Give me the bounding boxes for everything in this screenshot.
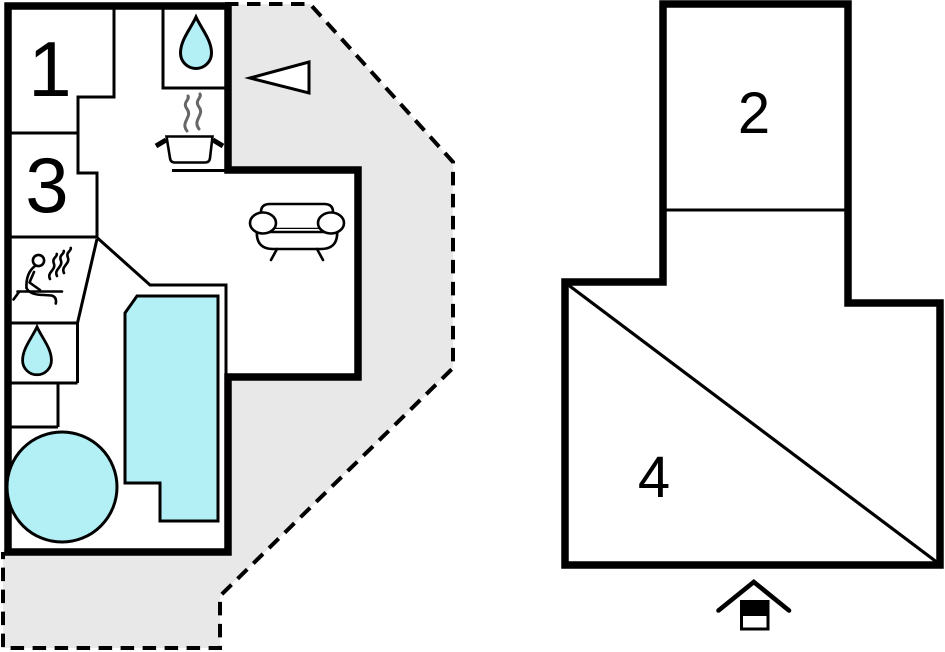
cooking-pot-icon (154, 92, 225, 164)
steam-lines (183, 94, 191, 133)
annex-unit-plan: 2 4 (561, 0, 944, 631)
room-label-2: 2 (738, 81, 770, 146)
sofa-icon (248, 202, 346, 262)
sauna-steam (47, 246, 73, 281)
room-label-4: 4 (638, 445, 670, 510)
room-label-3: 3 (25, 141, 68, 229)
water-drop-icon (21, 323, 53, 377)
hot-tub (5, 430, 119, 544)
main-unit-plan: 1 3 (1, 2, 455, 650)
room-label-1: 1 (28, 25, 71, 113)
swimming-pool (123, 294, 220, 523)
entrance-arrow-icon (244, 60, 311, 95)
sauna-icon (12, 246, 73, 305)
main-unit-inner-walls (6, 3, 228, 429)
water-drop-icon (178, 13, 214, 70)
terrace-dashed-boundary (1, 2, 455, 650)
annex-diagonal-line (566, 282, 939, 565)
main-unit-outer-walls (4, 2, 362, 556)
annex-outer-walls (561, 0, 944, 569)
steam-lines (195, 92, 203, 131)
house-entrance-icon (716, 579, 792, 631)
